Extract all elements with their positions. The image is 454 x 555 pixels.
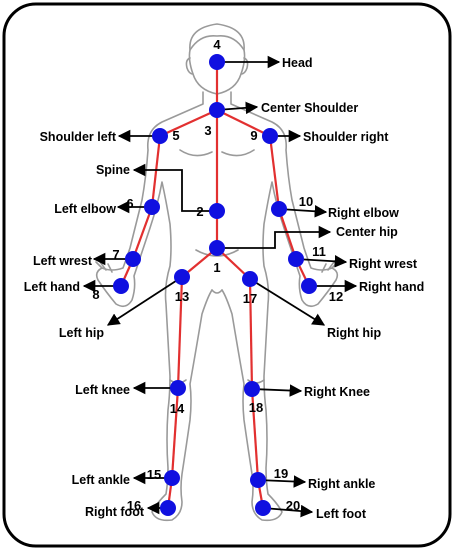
joint-number-19: 19: [274, 466, 288, 481]
joint-right-elbow-marker: [271, 201, 287, 217]
joint-number-18: 18: [249, 400, 263, 415]
label-left-elbow: Left elbow: [54, 202, 116, 216]
joint-number-2: 2: [196, 204, 203, 219]
joint-number-3: 3: [204, 123, 211, 138]
bone-3-9: [216, 109, 271, 137]
bone-17-18: [248, 278, 254, 390]
label-right-knee: Right Knee: [304, 385, 370, 399]
joint-number-7: 7: [112, 247, 119, 262]
joint-left-knee-marker: [170, 380, 186, 396]
label-spine: Spine: [96, 163, 130, 177]
label-left-hand: Left hand: [24, 280, 80, 294]
joint-right-wrest-marker: [288, 251, 304, 267]
joint-right-foot-marker: [160, 500, 176, 516]
label-right-elbow: Right elbow: [328, 206, 399, 220]
arrow-joint-11: [295, 255, 348, 268]
joint-number-12: 12: [329, 289, 343, 304]
bone-14-15: [170, 387, 180, 479]
joint-number-8: 8: [92, 287, 99, 302]
joint-shoulder-left-marker: [152, 128, 168, 144]
joint-number-10: 10: [299, 194, 313, 209]
label-center-hip: Center hip: [336, 225, 398, 239]
joint-left-wrest-marker: [125, 251, 141, 267]
label-shoulder-left: Shoulder left: [40, 130, 117, 144]
bone-13-14: [176, 276, 184, 389]
label-left-wrest: Left wrest: [33, 254, 93, 268]
bone-18-19: [250, 388, 260, 481]
joint-number-11: 11: [312, 244, 326, 259]
label-left-hip: Left hip: [59, 326, 104, 340]
joint-right-ankle-marker: [250, 472, 266, 488]
arrow-joint-20: [262, 504, 314, 518]
joint-center-hip-point-marker: [209, 240, 225, 256]
label-arrows: [82, 55, 358, 518]
label-right-wrest: Right wrest: [349, 257, 418, 271]
joint-right-knee-marker: [244, 381, 260, 397]
joint-center-shoulder-point-marker: [209, 102, 225, 118]
joint-left-ankle-marker: [164, 470, 180, 486]
label-head: Head: [282, 56, 313, 70]
label-right-foot: Right foot: [85, 505, 145, 519]
joint-head-marker: [209, 54, 225, 70]
joint-number-16: 16: [127, 498, 141, 513]
arrow-joint-1: [217, 225, 332, 249]
joint-left-foot-marker: [255, 500, 271, 516]
joint-markers: [113, 54, 317, 516]
joint-number-4: 4: [213, 37, 221, 52]
bone-3-5: [159, 108, 218, 138]
joint-right-hip-marker: [242, 271, 258, 287]
label-right-hand: Right hand: [359, 280, 424, 294]
bone-6-7: [131, 206, 154, 260]
label-left-knee: Left knee: [75, 383, 130, 397]
joint-number-6: 6: [126, 196, 133, 211]
label-right-ankle: Right ankle: [308, 477, 375, 491]
joint-shoulder-right-marker: [262, 128, 278, 144]
joint-number-15: 15: [147, 467, 161, 482]
bone-5-6: [150, 135, 162, 208]
label-shoulder-right: Shoulder right: [303, 130, 389, 144]
label-center-shoulder: Center Shoulder: [261, 101, 358, 115]
diagram-frame: [2, 2, 452, 548]
joint-number-20: 20: [286, 498, 300, 513]
joint-spine-marker: [209, 203, 225, 219]
arrow-joint-2: [132, 163, 217, 212]
label-right-hip: Right hip: [327, 326, 382, 340]
joint-left-elbow-marker: [144, 199, 160, 215]
bone-10-11: [277, 208, 298, 260]
joint-number-9: 9: [250, 128, 257, 143]
joint-right-hand-marker: [301, 278, 317, 294]
joint-number-13: 13: [175, 289, 189, 304]
arrow-joint-13: [106, 276, 183, 326]
joint-left-hip-marker: [174, 269, 190, 285]
label-left-foot: Left foot: [316, 507, 367, 521]
joint-number-5: 5: [172, 128, 179, 143]
arrow-joint-18: [251, 384, 303, 397]
arrow-joint-17: [249, 278, 326, 326]
label-left-ankle: Left ankle: [72, 473, 130, 487]
bone-9-10: [268, 135, 281, 210]
joint-left-hand-marker: [113, 278, 129, 294]
joint-number-17: 17: [243, 291, 257, 306]
joint-number-1: 1: [213, 260, 220, 275]
joint-number-14: 14: [170, 401, 185, 416]
